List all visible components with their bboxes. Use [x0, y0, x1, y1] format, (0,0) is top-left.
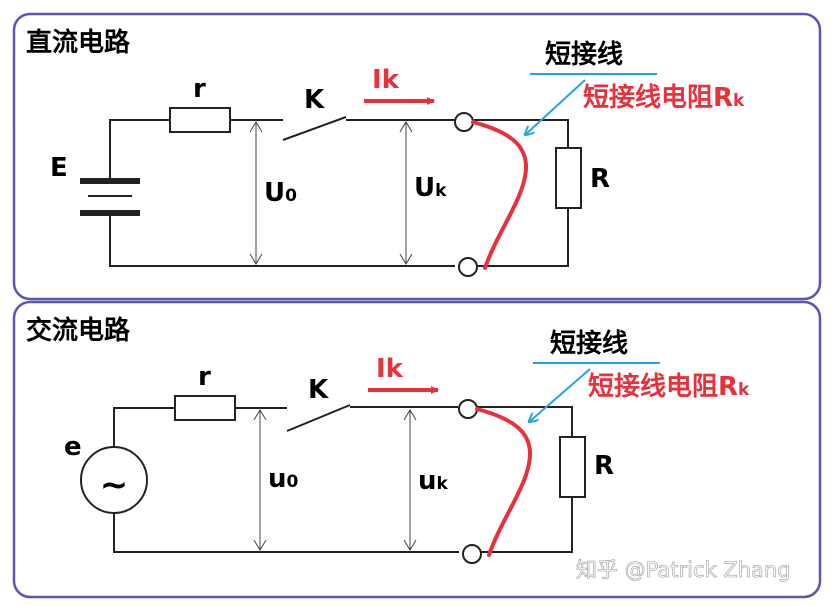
ac-panel-frame [12, 300, 822, 599]
ac-current-label: Ik [376, 354, 404, 384]
ac-short-resistance-label: 短接线电阻Rk [588, 372, 750, 402]
ac-short-wire-label: 短接线 [550, 329, 628, 359]
dc-voltage-u0: U0 [264, 178, 297, 208]
dc-panel-frame [12, 12, 822, 301]
ac-voltage-uk: uk [418, 466, 449, 496]
dc-switch-blade [282, 116, 347, 141]
ac-switch-blade [286, 404, 351, 432]
dc-load-resistor [555, 147, 582, 209]
ac-switch-label: K [308, 375, 329, 405]
ac-load-label: R [594, 451, 614, 481]
ac-panel-title: 交流电路 [26, 315, 131, 346]
dc-internal-resistor [169, 107, 231, 133]
dc-voltage-arrows [249, 121, 413, 265]
dc-terminal-bottom [458, 257, 478, 277]
dc-panel-title: 直流电路 [26, 27, 131, 58]
dc-resistor-label: r [193, 74, 206, 104]
dc-terminal-top [454, 112, 474, 132]
ac-callout-arrow [529, 368, 591, 422]
dc-load-label: R [590, 164, 610, 194]
ac-terminal-bottom [462, 544, 482, 564]
dc-callout-arrow [525, 79, 586, 135]
ac-internal-resistor [174, 395, 236, 421]
ac-short-wire [475, 407, 533, 557]
watermark: 知乎 @Patrick Zhang [576, 558, 791, 582]
ac-panel: 交流电路 ~ e r K Ik [12, 300, 822, 599]
ac-tilde-icon: ~ [100, 465, 129, 505]
ac-source-label: e [64, 432, 82, 462]
dc-current-label: Ik [372, 65, 400, 95]
ac-resistor-label: r [198, 362, 211, 392]
dc-short-wire-label: 短接线 [545, 40, 623, 70]
ac-load-resistor [559, 436, 586, 498]
ac-source-symbol [80, 446, 148, 514]
dc-short-wire [471, 120, 529, 270]
dc-battery-symbol [80, 164, 140, 216]
ac-terminal-top [458, 399, 478, 419]
ac-voltage-u0: u0 [268, 464, 299, 494]
ac-wires [113, 404, 573, 553]
dc-panel: 直流电路 E r K Ik [12, 12, 822, 301]
ac-voltage-arrows [253, 409, 417, 551]
dc-switch-label: K [304, 85, 325, 115]
dc-source-label: E [50, 153, 68, 183]
dc-wires [109, 116, 569, 267]
dc-short-resistance-label: 短接线电阻Rk [583, 83, 745, 113]
dc-voltage-uk: Uk [414, 173, 447, 203]
